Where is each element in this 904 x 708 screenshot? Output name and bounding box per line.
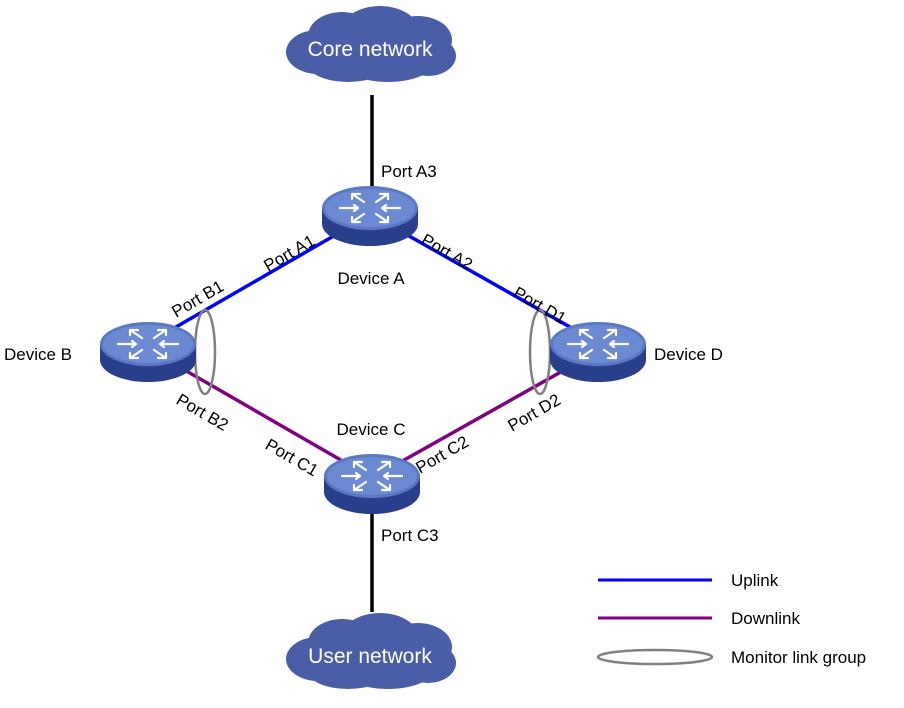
device-d-label: Device D (654, 345, 723, 364)
device-c (322, 452, 422, 516)
device-b-label: Device B (4, 345, 72, 364)
router-icon (322, 452, 422, 516)
core-network-cloud: Core network (286, 6, 456, 82)
legend-monitor-swatch (596, 648, 714, 666)
legend-uplink-label: Uplink (731, 571, 779, 590)
device-b (98, 320, 198, 384)
device-a-label: Device A (337, 269, 405, 288)
monitor-link-group-d (528, 308, 552, 396)
core-network-label: Core network (308, 38, 433, 61)
user-network-cloud: User network (286, 613, 456, 689)
port-b2-label: Port B2 (173, 390, 232, 435)
device-d (548, 320, 648, 384)
router-icon (320, 184, 420, 248)
port-a2-label: Port A2 (418, 230, 476, 274)
legend-monitor-label: Monitor link group (731, 648, 866, 667)
user-network-label: User network (308, 645, 432, 668)
port-a1-label: Port A1 (261, 231, 319, 275)
legend-downlink-label: Downlink (731, 609, 800, 628)
uplink-a-d (371, 213, 601, 346)
device-a (320, 184, 420, 248)
port-c3-label: Port C3 (381, 526, 439, 545)
port-d1-label: Port D1 (510, 283, 569, 328)
port-a3-label: Port A3 (381, 162, 437, 181)
legend: Uplink Downlink Monitor link group (596, 571, 866, 667)
router-icon (548, 320, 648, 384)
router-icon (98, 320, 198, 384)
device-c-label: Device C (337, 420, 406, 439)
